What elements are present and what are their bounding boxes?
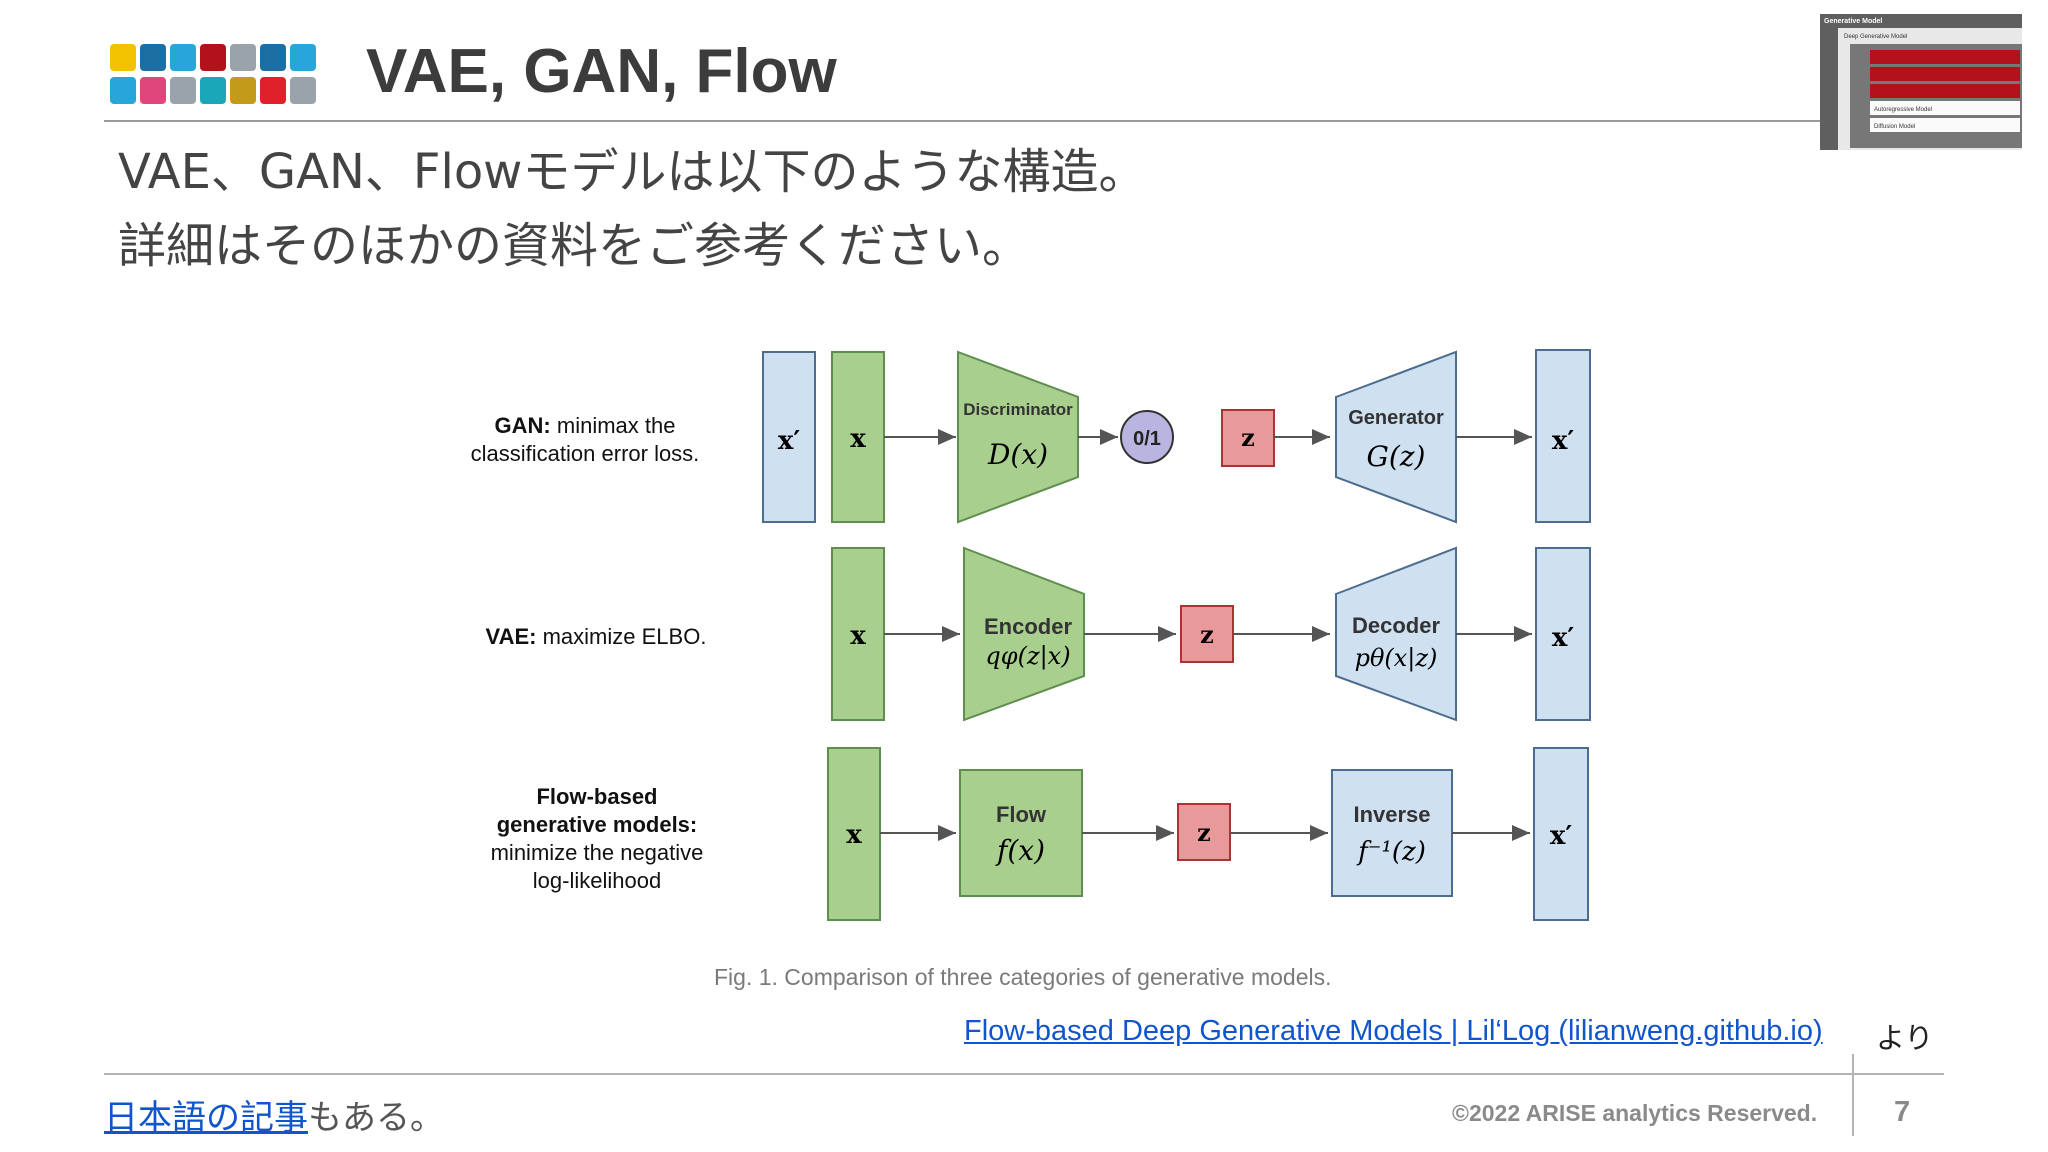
flow-label-line2: generative models: xyxy=(497,812,698,837)
generator-function: G(z) xyxy=(1367,440,1426,473)
encoder-label: Encoder xyxy=(984,614,1072,639)
vae-x-label: x xyxy=(850,621,866,651)
gan-x-box xyxy=(831,351,885,523)
vae-label: VAE: maximize ELBO. xyxy=(486,624,707,649)
company-logo xyxy=(110,44,316,104)
footer-divider xyxy=(104,1073,1944,1075)
page-number: 7 xyxy=(1894,1096,1911,1128)
decoder-label: Decoder xyxy=(1352,613,1440,638)
copyright-text: ©2022 ARISE analytics Reserved. xyxy=(1452,1100,1818,1126)
generator-label: Generator xyxy=(1348,407,1444,429)
source-link[interactable]: Flow-based Deep Generative Models | Lil‘… xyxy=(964,1015,1823,1047)
inverse-label: Inverse xyxy=(1353,802,1430,827)
title-divider xyxy=(104,120,1822,122)
flow-label: Flow xyxy=(996,802,1047,827)
flow-x-prime-output-box xyxy=(1533,747,1589,921)
flow-label-line1: Flow-based xyxy=(536,784,657,809)
thumb-item-diffusion: Diffusion Model xyxy=(1874,124,1915,130)
source-suffix: より xyxy=(1876,1021,1934,1055)
intro-line-2: 詳細はそのほかの資料をご参考ください。 xyxy=(118,218,1031,274)
vae-x-prime-output-label: x′ xyxy=(1552,623,1575,653)
discriminator-label: Discriminator xyxy=(963,400,1073,419)
footer-vertical-divider xyxy=(1852,1054,1854,1136)
decoder-function: pθ(x|z) xyxy=(1355,644,1438,673)
inverse-box xyxy=(1331,769,1453,897)
vae-z-box xyxy=(1180,605,1234,663)
generator-trapezoid xyxy=(1335,350,1457,524)
flow-x-label: x xyxy=(846,820,862,850)
japanese-article-link[interactable]: 日本語の記事 xyxy=(104,1098,308,1138)
flow-label-line3: minimize the negative xyxy=(491,840,704,865)
gan-x-prime-input-label: x′ xyxy=(778,426,801,456)
encoder-trapezoid xyxy=(963,546,1085,722)
gan-z-box xyxy=(1221,409,1275,467)
gan-label-line2: classification error loss. xyxy=(471,441,700,466)
vae-x-prime-output-box xyxy=(1535,547,1591,721)
flow-function: f(x) xyxy=(995,834,1045,867)
flow-label-line4: log-likelihood xyxy=(533,868,661,893)
flow-x-box xyxy=(827,747,881,921)
japanese-article-suffix: もある。 xyxy=(308,1098,444,1138)
thumb-header: Generative Model xyxy=(1824,18,1882,25)
gan-x-prime-output-label: x′ xyxy=(1552,426,1575,456)
figure-caption: Fig. 1. Comparison of three categories o… xyxy=(714,964,1332,990)
inverse-function: f⁻¹(z) xyxy=(1356,837,1426,867)
thumb-item-autoregressive: Autoregressive Model xyxy=(1874,107,1932,113)
gan-z-label: z xyxy=(1241,423,1255,452)
japanese-article-note: 日本語の記事もある。 xyxy=(104,1090,444,1139)
encoder-function: qφ(z|x) xyxy=(985,642,1070,671)
discriminator-trapezoid xyxy=(957,350,1079,524)
flow-box xyxy=(959,769,1083,897)
gan-x-label: x xyxy=(850,424,866,454)
discriminator-function: D(x) xyxy=(987,438,1048,471)
thumb-subheader: Deep Generative Model xyxy=(1844,34,1907,40)
flow-z-label: z xyxy=(1197,818,1211,847)
gan-label-line1: GAN: minimax the xyxy=(495,413,676,438)
vae-x-box xyxy=(831,547,885,721)
flow-x-prime-output-label: x′ xyxy=(1550,821,1573,851)
navigation-thumbnail[interactable]: Generative Model Deep Generative Model A… xyxy=(1820,14,2022,150)
gan-x-prime-input-box xyxy=(762,351,816,523)
decoder-trapezoid xyxy=(1335,546,1457,722)
gan-output-label: 0/1 xyxy=(1133,428,1161,450)
intro-line-1: VAE、GAN、Flowモデルは以下のような構造。 xyxy=(118,144,1147,200)
slide-title: VAE, GAN, Flow xyxy=(366,37,837,106)
gan-x-prime-output-box xyxy=(1535,349,1591,523)
vae-z-label: z xyxy=(1200,620,1214,649)
gan-output-circle xyxy=(1120,410,1174,464)
